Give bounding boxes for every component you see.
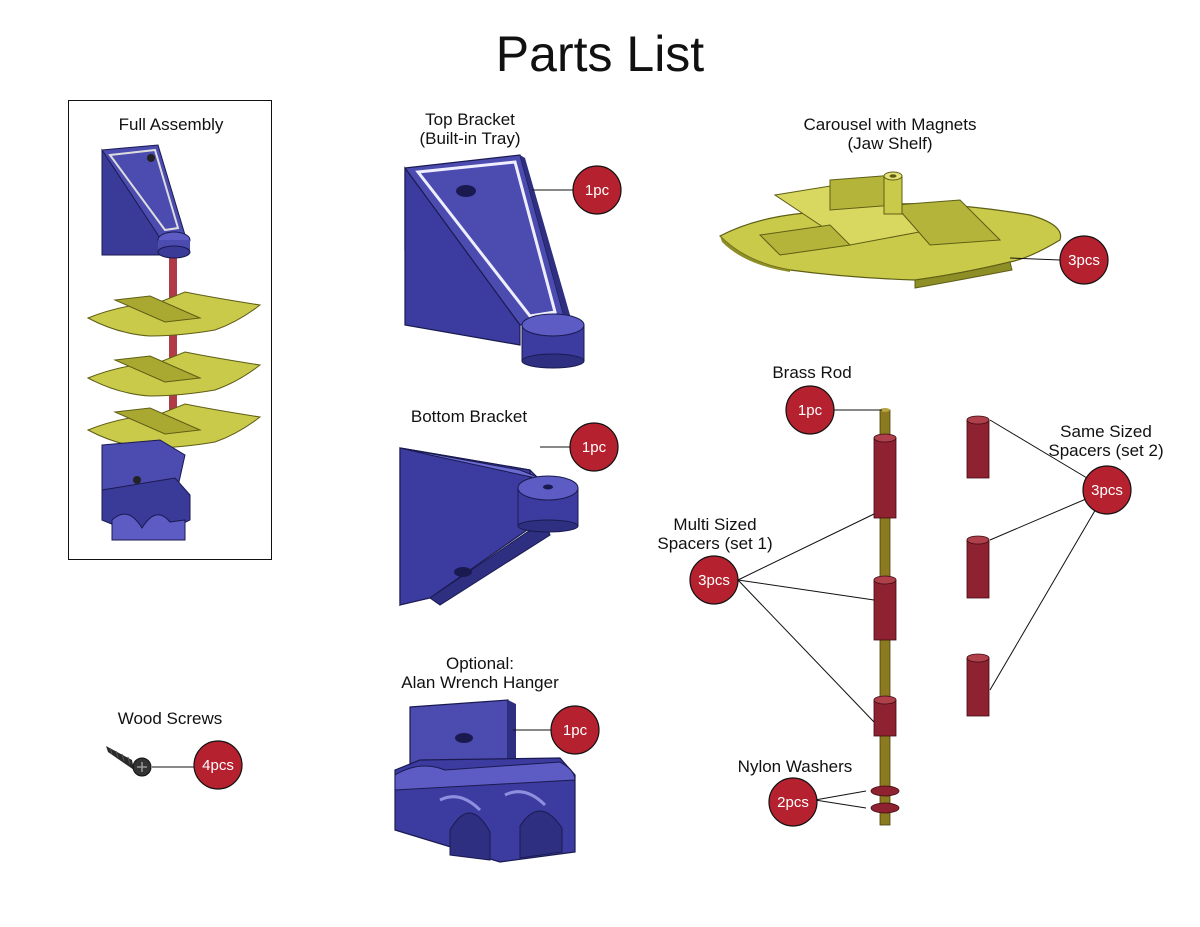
same-spacers-illustration — [966, 415, 990, 717]
carousel-label-line1: Carousel with Magnets — [803, 115, 977, 134]
bottom-bracket-qty-badge: 1pc — [569, 422, 619, 472]
multi-spacers-qty-badge: 3pcs — [689, 555, 739, 605]
same-spacers-label: Same Sized Spacers (set 2) — [1036, 422, 1176, 460]
multi-spacers-label-line1: Multi Sized — [673, 515, 757, 534]
page-title: Parts List — [495, 26, 705, 82]
wood-screw-illustration — [106, 746, 152, 777]
svg-text:3pcs: 3pcs — [1091, 482, 1123, 499]
multi-spacers-illustration — [873, 433, 897, 737]
full-assembly-illustration — [86, 144, 262, 541]
full-assembly-frame — [68, 100, 272, 560]
wrench-hanger-illustration — [394, 699, 576, 863]
top-bracket-illustration — [404, 154, 585, 369]
svg-text:1pc: 1pc — [563, 722, 588, 739]
multi-spacers-label: Multi Sized Spacers (set 1) — [645, 515, 785, 553]
same-spacers-label-line1: Same Sized — [1060, 422, 1152, 441]
bottom-bracket-label: Bottom Bracket — [410, 407, 528, 426]
carousel-illustration — [719, 171, 1062, 289]
nylon-washers-illustration — [870, 785, 900, 814]
svg-text:1pc: 1pc — [585, 182, 610, 199]
wrench-hanger-qty-badge: 1pc — [550, 705, 600, 755]
wrench-hanger-label-line2: Alan Wrench Hanger — [401, 673, 559, 692]
wrench-hanger-label-line1: Optional: — [445, 654, 515, 673]
multi-spacers-label-line2: Spacers (set 1) — [657, 534, 773, 553]
brass-rod-qty-badge: 1pc — [785, 385, 835, 435]
wood-screws-qty-badge: 4pcs — [193, 740, 243, 790]
top-bracket-label-line2: (Built-in Tray) — [419, 129, 521, 148]
carousel-label: Carousel with Magnets (Jaw Shelf) — [780, 115, 1000, 153]
carousel-label-line2: (Jaw Shelf) — [847, 134, 933, 153]
nylon-washers-qty-badge: 2pcs — [768, 777, 818, 827]
leader-lines — [152, 189, 1108, 809]
full-assembly-label: Full Assembly — [118, 115, 224, 134]
top-bracket-qty-badge: 1pc — [572, 165, 622, 215]
same-spacers-label-line2: Spacers (set 2) — [1048, 441, 1164, 460]
svg-text:4pcs: 4pcs — [202, 757, 234, 774]
top-bracket-label-line1: Top Bracket — [425, 110, 515, 129]
svg-text:1pc: 1pc — [798, 402, 823, 419]
same-spacers-qty-badge: 3pcs — [1082, 465, 1132, 515]
carousel-qty-badge: 3pcs — [1059, 235, 1109, 285]
svg-text:3pcs: 3pcs — [1068, 252, 1100, 269]
brass-rod-label: Brass Rod — [772, 363, 852, 382]
nylon-washers-label: Nylon Washers — [737, 757, 853, 776]
svg-text:2pcs: 2pcs — [777, 794, 809, 811]
svg-text:3pcs: 3pcs — [698, 572, 730, 589]
bottom-bracket-illustration — [399, 447, 579, 607]
svg-text:1pc: 1pc — [582, 439, 607, 456]
wrench-hanger-label: Optional: Alan Wrench Hanger — [385, 654, 575, 692]
top-bracket-label: Top Bracket (Built-in Tray) — [390, 110, 550, 148]
wood-screws-label: Wood Screws — [117, 709, 223, 728]
